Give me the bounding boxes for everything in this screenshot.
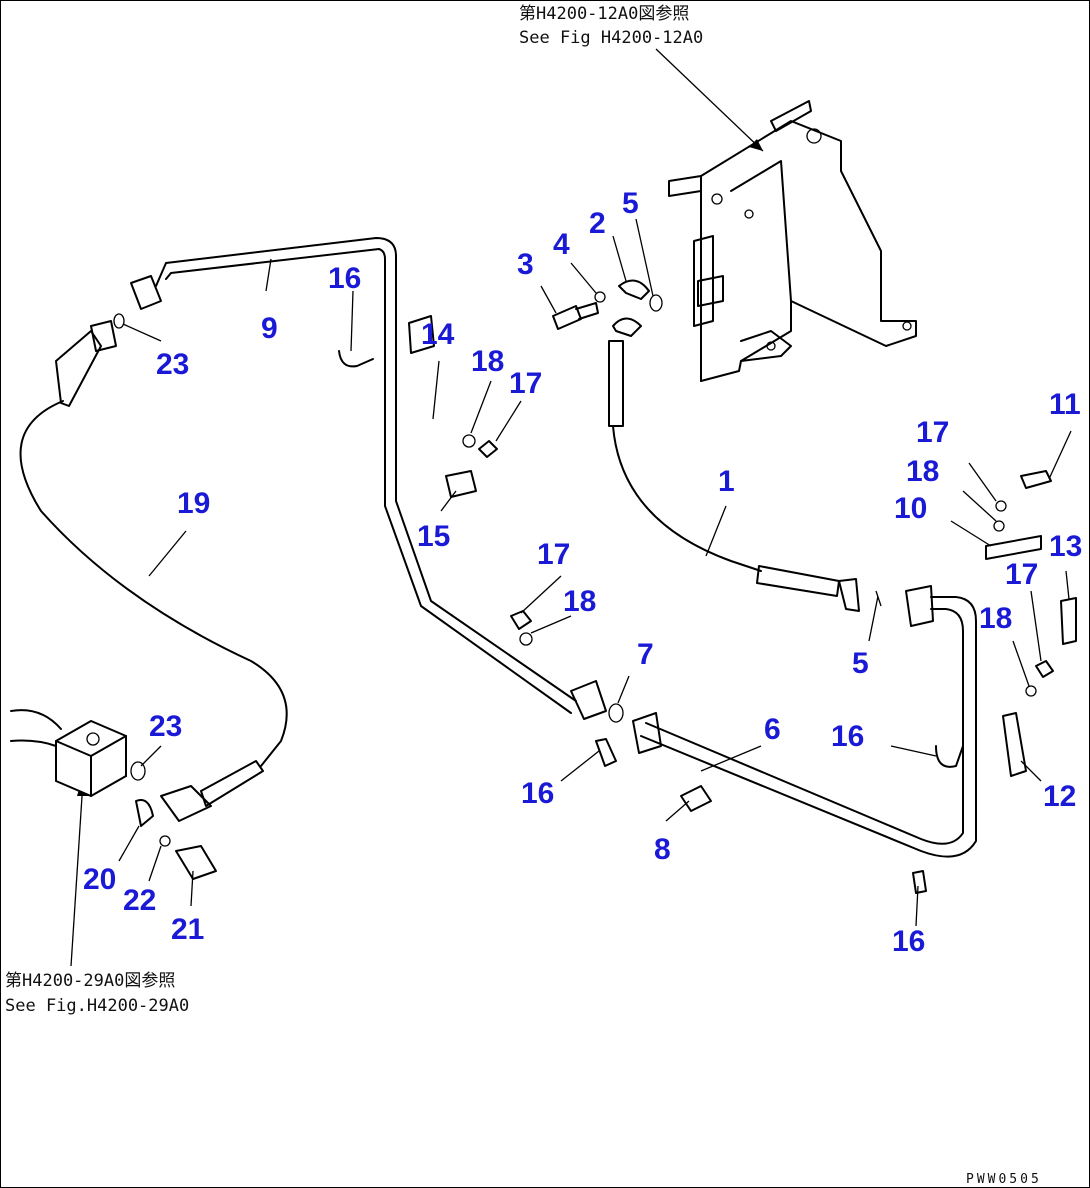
u-bolt-16-upper <box>338 350 374 368</box>
callout-16-mid: 16 <box>521 777 554 810</box>
callout-5-upper: 5 <box>622 187 639 220</box>
oring-23-lower <box>130 761 146 781</box>
callout-16-right: 16 <box>831 720 864 753</box>
clamp-half-2 <box>618 279 650 300</box>
bolt-15 <box>445 470 477 498</box>
callout-23-upper: 23 <box>156 348 189 381</box>
callout-17-mid: 17 <box>537 538 570 571</box>
tube-6 <box>632 585 977 858</box>
callout-18-upper: 18 <box>471 345 504 378</box>
callout-21: 21 <box>171 913 204 946</box>
leader-lines <box>118 218 1072 927</box>
callout-18-mid: 18 <box>563 585 596 618</box>
top-reference-arrow <box>655 48 764 152</box>
u-bolt-16-right <box>935 745 964 768</box>
callout-16-bottom: 16 <box>892 925 925 958</box>
bottom-reference-jp: 第H4200-29A0図参照 <box>5 971 175 991</box>
callout-6: 6 <box>764 713 781 746</box>
bolt-13 <box>1060 597 1077 645</box>
drawing-code: PWW0505 <box>966 1172 1042 1187</box>
callout-11: 11 <box>1049 388 1081 421</box>
nut-17-right-upper <box>993 520 1005 532</box>
callout-14: 14 <box>421 318 455 351</box>
callout-2: 2 <box>589 207 606 240</box>
callout-15: 15 <box>417 520 450 553</box>
callout-17-right-lower: 17 <box>1005 558 1038 591</box>
oring-23-upper <box>113 313 125 329</box>
callout-8: 8 <box>654 833 671 866</box>
hose-19 <box>19 320 288 822</box>
callouts: 1 2 3 4 5 5 6 7 8 9 10 11 12 13 14 15 16… <box>83 187 1082 958</box>
callout-1: 1 <box>718 465 735 498</box>
oring-7 <box>608 703 624 723</box>
callout-19: 19 <box>177 487 210 520</box>
nut-17-mid <box>510 610 532 630</box>
callout-7: 7 <box>637 638 654 671</box>
bolt-8 <box>680 785 712 812</box>
callout-5-lower: 5 <box>852 647 869 680</box>
washer-18-right-lower <box>1025 685 1037 697</box>
callout-16-upper: 16 <box>328 262 361 295</box>
bottom-reference-en: See Fig.H4200-29A0 <box>5 996 189 1016</box>
u-bolt-16-mid <box>595 738 617 767</box>
callout-9: 9 <box>261 312 278 345</box>
top-reference-jp: 第H4200-12A0図参照 <box>519 4 689 24</box>
oring-5-upper <box>649 294 663 312</box>
clip-10 <box>985 535 1042 560</box>
hose-1 <box>608 317 860 612</box>
mounting-bracket <box>668 100 917 382</box>
washer-18-mid <box>519 632 533 646</box>
nut-17-upper <box>478 440 498 458</box>
callout-23-lower: 23 <box>149 710 182 743</box>
tube-9 <box>130 237 607 720</box>
clamp-half-20 <box>135 799 154 827</box>
callout-18-right-upper: 18 <box>906 455 939 488</box>
callout-20: 20 <box>83 863 116 896</box>
bolt-11 <box>1020 470 1052 489</box>
callout-4: 4 <box>553 228 570 261</box>
nut-17-right-lower <box>1035 660 1054 678</box>
callout-12: 12 <box>1043 780 1076 813</box>
bolt-3 <box>552 302 599 330</box>
callout-17-upper: 17 <box>509 367 542 400</box>
callout-22: 22 <box>123 884 156 917</box>
u-bolt-16-bottom <box>912 870 927 894</box>
clip-14 <box>408 315 435 354</box>
callout-18-right-lower: 18 <box>979 602 1012 635</box>
callout-17-right-upper: 17 <box>916 416 949 449</box>
washer-18-right-upper <box>995 500 1007 512</box>
washer-18-upper <box>462 434 476 448</box>
bracket-12 <box>1002 712 1027 777</box>
callout-10: 10 <box>894 492 927 525</box>
top-reference-en: See Fig H4200-12A0 <box>519 28 703 48</box>
oring-5-lower <box>875 590 882 607</box>
bolt-21 <box>175 845 217 880</box>
washer-4 <box>594 291 606 303</box>
callout-3: 3 <box>517 248 534 281</box>
washer-22 <box>159 835 171 847</box>
valve-block <box>10 709 127 798</box>
callout-13: 13 <box>1049 530 1082 563</box>
